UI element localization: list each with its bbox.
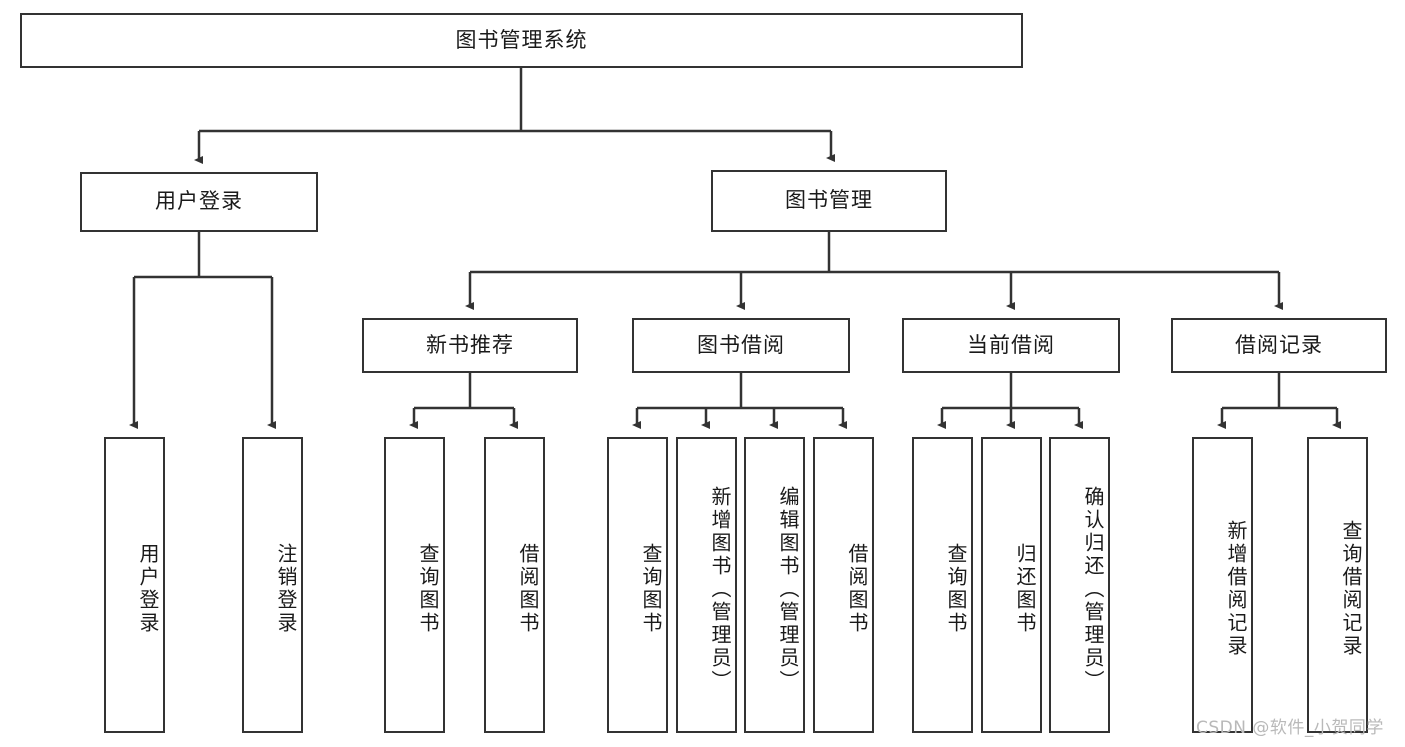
node-leaf-logout-login[interactable]: 注销登录 [242, 437, 303, 733]
node-label: 当前借阅 [967, 332, 1055, 357]
node-label: 图书借阅 [697, 332, 785, 357]
node-label: 编辑图书（管理员） [776, 485, 800, 693]
node-current-borrow[interactable]: 当前借阅 [902, 318, 1120, 373]
csdn-watermark: CSDN @软件_小贺同学 [1196, 718, 1384, 738]
node-label: 确认归还（管理员） [1081, 485, 1105, 693]
node-label: 注销登录 [274, 543, 298, 635]
node-leaf-query-book-2[interactable]: 查询图书 [607, 437, 668, 733]
node-leaf-add-book[interactable]: 新增图书（管理员） [676, 437, 737, 733]
node-label: 借阅记录 [1235, 332, 1323, 357]
node-leaf-return-book[interactable]: 归还图书 [981, 437, 1042, 733]
node-label: 归还图书 [1013, 543, 1037, 635]
node-user-login[interactable]: 用户登录 [80, 172, 318, 232]
node-label: 查询图书 [416, 543, 440, 635]
node-label: 新书推荐 [426, 332, 514, 357]
node-label: 借阅图书 [845, 543, 869, 635]
node-borrow-record[interactable]: 借阅记录 [1171, 318, 1387, 373]
node-label: 新增借阅记录 [1224, 520, 1248, 658]
node-label: 查询图书 [639, 543, 663, 635]
node-label: 用户登录 [155, 189, 243, 214]
node-label: 用户登录 [136, 543, 160, 635]
node-root-book-management-system[interactable]: 图书管理系统 [20, 13, 1023, 68]
node-label: 新增图书（管理员） [708, 485, 732, 693]
node-leaf-add-record[interactable]: 新增借阅记录 [1192, 437, 1253, 733]
node-label: 查询借阅记录 [1339, 520, 1363, 658]
node-leaf-query-record[interactable]: 查询借阅记录 [1307, 437, 1368, 733]
node-label: 借阅图书 [516, 543, 540, 635]
node-book-borrow[interactable]: 图书借阅 [632, 318, 850, 373]
node-leaf-query-book-3[interactable]: 查询图书 [912, 437, 973, 733]
node-book-management[interactable]: 图书管理 [711, 170, 947, 232]
node-label: 图书管理系统 [455, 27, 588, 52]
node-leaf-edit-book[interactable]: 编辑图书（管理员） [744, 437, 805, 733]
node-leaf-query-book-1[interactable]: 查询图书 [384, 437, 445, 733]
node-label: 查询图书 [944, 543, 968, 635]
node-new-book-recommend[interactable]: 新书推荐 [362, 318, 578, 373]
node-leaf-borrow-book-1[interactable]: 借阅图书 [484, 437, 545, 733]
node-leaf-user-login[interactable]: 用户登录 [104, 437, 165, 733]
node-leaf-borrow-book-2[interactable]: 借阅图书 [813, 437, 874, 733]
node-leaf-confirm-return[interactable]: 确认归还（管理员） [1049, 437, 1110, 733]
node-label: 图书管理 [785, 188, 873, 213]
